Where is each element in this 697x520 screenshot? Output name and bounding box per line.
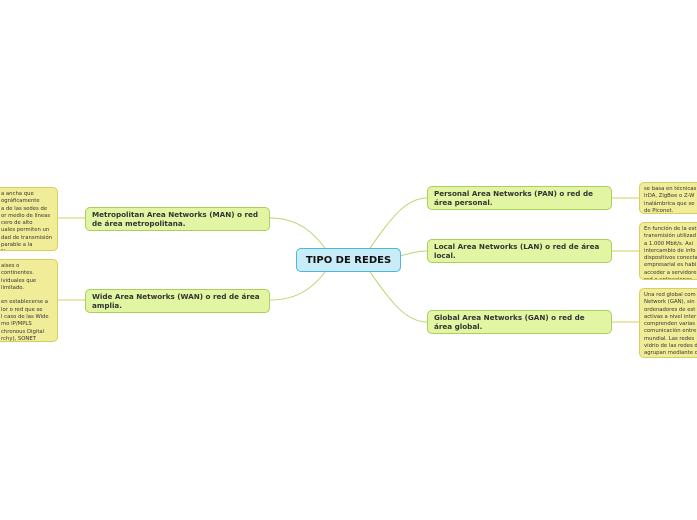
link-central-gan — [369, 271, 428, 323]
link-central-wan — [269, 271, 326, 301]
note-lan[interactable]: En función de la est transmisión utiliza… — [639, 222, 697, 280]
note-gan-text: Una red global com Network (GAN), sin or… — [644, 292, 697, 357]
note-wan-text: aises o continentes. ividuales que limit… — [1, 263, 49, 342]
topic-wan[interactable]: Wide Area Networks (WAN) o red de área a… — [85, 289, 270, 313]
topic-man[interactable]: Metropolitan Area Networks (MAN) o red d… — [85, 207, 270, 231]
note-gan[interactable]: Una red global com Network (GAN), sin or… — [639, 288, 697, 358]
note-pan-text: se basa en técnicas IrDA, ZigBee o Z-W i… — [644, 186, 697, 214]
topic-man-label: Metropolitan Area Networks (MAN) o red d… — [92, 210, 259, 228]
central-topic[interactable]: TIPO DE REDES — [296, 248, 401, 272]
central-topic-label: TIPO DE REDES — [305, 254, 392, 266]
link-central-pan — [369, 197, 428, 249]
topic-wan-label: Wide Area Networks (WAN) o red de área a… — [92, 292, 260, 310]
topic-pan[interactable]: Personal Area Networks (PAN) o red de ár… — [427, 186, 612, 210]
link-central-man — [269, 217, 326, 249]
note-man-text: a ancha que ográficamente a de las sedes… — [1, 191, 53, 250]
note-lan-text: En función de la est transmisión utiliza… — [644, 226, 697, 279]
note-wan[interactable]: aises o continentes. ividuales que limit… — [0, 259, 58, 342]
link-central-lan — [399, 250, 428, 257]
note-pan[interactable]: se basa en técnicas IrDA, ZigBee o Z-W i… — [639, 182, 697, 214]
topic-lan-label: Local Area Networks (LAN) o red de área … — [434, 242, 600, 260]
note-man[interactable]: a ancha que ográficamente a de las sedes… — [0, 187, 58, 251]
topic-gan-label: Global Area Networks (GAN) o red de área… — [434, 313, 585, 331]
topic-lan[interactable]: Local Area Networks (LAN) o red de área … — [427, 239, 612, 263]
topic-pan-label: Personal Area Networks (PAN) o red de ár… — [434, 189, 593, 207]
topic-gan[interactable]: Global Area Networks (GAN) o red de área… — [427, 310, 612, 334]
